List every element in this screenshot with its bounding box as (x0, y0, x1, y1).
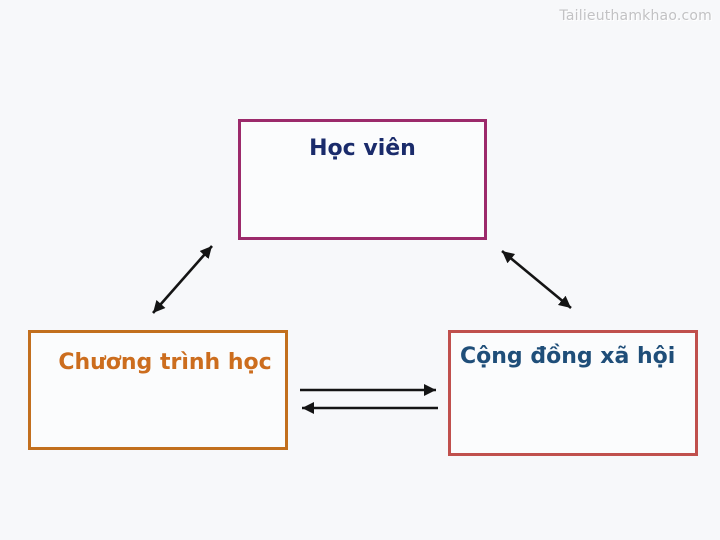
node-label-chuong-trinh-hoc: Chương trình học (58, 350, 272, 375)
double-arrow-student-community (501, 249, 572, 310)
node-label-cong-dong-xa-hoi: Cộng đồng xã hội (460, 344, 676, 369)
double-arrow-curriculum-student (152, 245, 213, 314)
node-label-hoc-vien: Học viên (309, 136, 416, 161)
diagram-node-hoc-vien: Học viên (238, 119, 487, 240)
watermark-text: Tailieuthamkhao.com (559, 8, 712, 24)
diagram-node-cong-dong-xa-hoi: Cộng đồng xã hội (448, 330, 698, 456)
diagram-node-chuong-trinh-hoc: Chương trình học (28, 330, 288, 450)
